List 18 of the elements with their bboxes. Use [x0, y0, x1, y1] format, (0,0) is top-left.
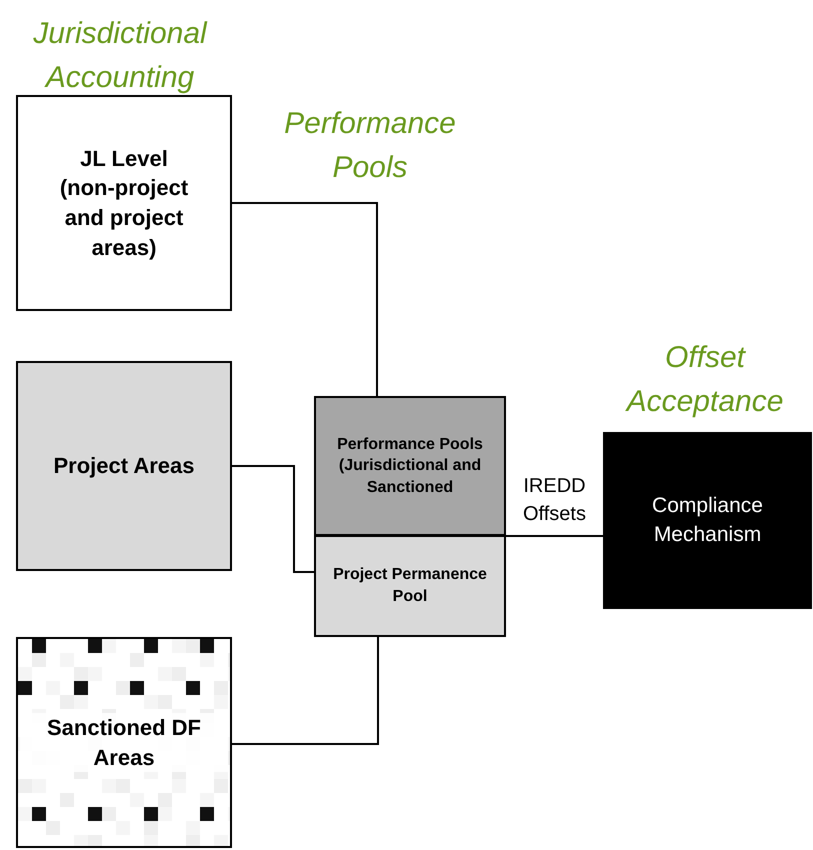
- node-text: Project Permanence Pool: [332, 565, 488, 607]
- node-text: Sanctioned DF Areas: [20, 712, 228, 772]
- process-box: [314, 535, 506, 637]
- process-box: [16, 95, 232, 311]
- node-text: JL Level (non-project and project areas): [58, 144, 190, 262]
- process-box: [16, 361, 232, 571]
- node-text: Compliance Mechanism: [651, 493, 764, 548]
- node-text: Performance Pools (Jurisdictional and Sanctioned: [336, 434, 484, 498]
- section-heading: Offset Acceptance: [624, 340, 784, 420]
- dark-box: [603, 432, 812, 609]
- connector-line: [232, 465, 314, 573]
- node-text: Project Areas: [53, 452, 195, 480]
- section-heading: Jurisdictional Accounting: [32, 16, 208, 96]
- connector-line: [232, 202, 378, 396]
- connector-line: [506, 535, 603, 537]
- connector-line: [232, 637, 379, 745]
- process-box: [314, 396, 506, 536]
- section-heading: Performance Pools: [283, 106, 457, 186]
